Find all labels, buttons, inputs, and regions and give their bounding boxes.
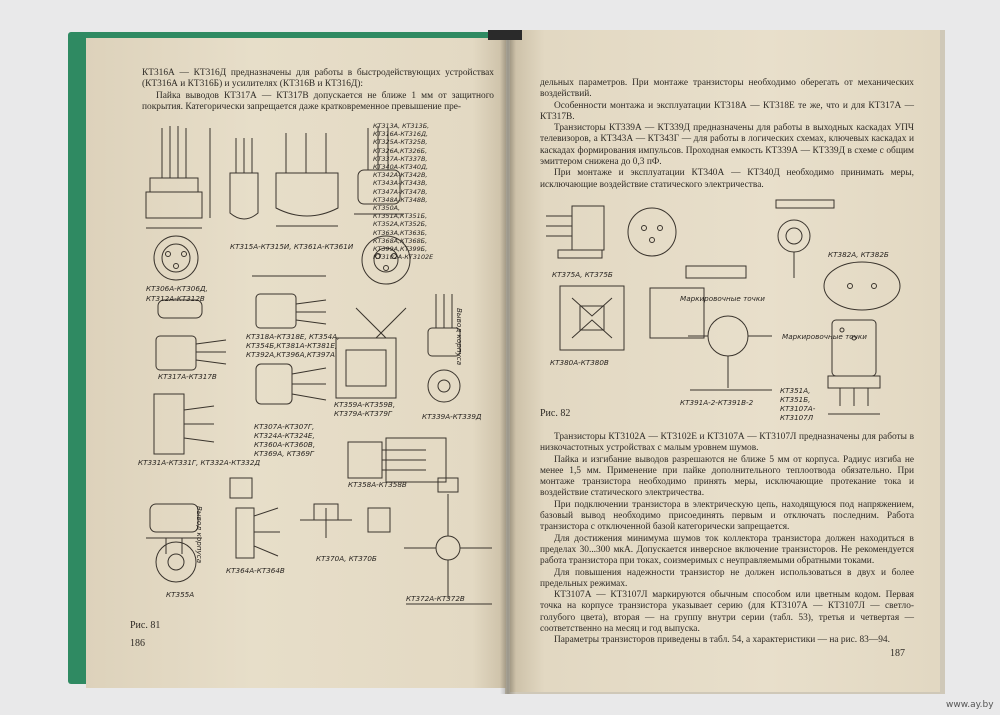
drawing-kt380	[559, 285, 705, 351]
drawing-kt391	[685, 265, 772, 391]
page-number-right: 187	[890, 648, 905, 659]
drawing-bottom-view	[153, 235, 199, 281]
type-list-item: КТ348А-КТ348В,	[373, 195, 428, 204]
figure-81-drawings	[145, 126, 492, 605]
right-paragraph: Транзисторы КТ339А — КТ339Д предназначен…	[540, 123, 914, 168]
label-kt351b: КТ351Б,	[780, 395, 811, 404]
type-list-item: КТ340А-КТ340Д,	[373, 163, 428, 172]
spine-tape	[488, 30, 522, 40]
figure-82-caption: Рис. 82	[540, 408, 571, 419]
drawing-kt317	[155, 299, 227, 371]
type-list-item: КТ368А,КТ368Б,	[373, 236, 428, 245]
label-kt379: КТ379А-КТ379Г	[334, 409, 392, 418]
right-top-text: дельных параметров. При монтаже транзист…	[540, 78, 914, 191]
type-list-item: КТ352А,КТ352Б,	[373, 220, 428, 229]
drawing-kt355	[146, 503, 202, 583]
left-top-text: КТ316А — КТ316Д предназначены для работы…	[142, 68, 494, 113]
label-kt317: КТ317А-КТ317В	[158, 372, 217, 381]
drawing-kt315	[229, 138, 259, 220]
label-vyvod-korpusa-2: Вывод корпуса	[195, 506, 204, 564]
right-paragraph: Параметры транзисторов приведены в табл.…	[554, 635, 890, 646]
type-list-item: КТ325А-КТ325В,	[373, 138, 428, 147]
drawing-kt339	[427, 294, 461, 403]
label-kt307: КТ307А-КТ307Г,	[254, 422, 315, 431]
type-list-item: КТ363А,КТ363Б,	[373, 228, 428, 237]
right-paragraph: КТ3107А — КТ3107Л маркируются обычным сп…	[540, 590, 914, 635]
type-list-item: КТ316А-КТ316Д,	[373, 130, 428, 139]
type-list-item: КТ337А-КТ337В,	[373, 154, 428, 163]
left-page: КТ316А — КТ316Д предназначены для работы…	[86, 38, 506, 688]
label-kt315: КТ315А-КТ315И, КТ361А-КТ361И	[230, 242, 354, 251]
drawing-to18-package	[145, 126, 211, 229]
label-kt358: КТ358А-КТ358В	[348, 480, 407, 489]
book-spine	[500, 30, 516, 694]
right-body-text: Транзисторы КТ3102А — КТ3102Е и КТ3107А …	[540, 432, 914, 647]
label-kt355: КТ355А	[166, 590, 195, 599]
drawing-kt375	[546, 205, 677, 259]
drawing-kt318	[252, 275, 327, 329]
type-list-item: КТ313А, КТ313Б,	[373, 122, 430, 130]
type-list-item: КТ351А,КТ351Б,	[373, 212, 428, 221]
left-type-list: КТ313А, КТ313Б, КТ316А-КТ316Д, КТ325А-КТ…	[373, 122, 478, 261]
drawing-kt361	[275, 133, 339, 227]
label-kt391: КТ391А-2-КТ391В-2	[680, 398, 754, 407]
label-kt312: КТ312А-КТ312В	[146, 294, 205, 303]
label-kt360: КТ360А-КТ360В,	[254, 440, 316, 449]
right-paragraph: Пайка и изгибание выводов разрешаются не…	[540, 454, 914, 499]
label-kt331: КТ331А-КТ331Г, КТ332А-КТ332Д	[138, 458, 261, 467]
label-kt380: КТ380А-КТ380В	[550, 358, 609, 367]
label-kt306: КТ306А-КТ306Д,	[146, 284, 208, 293]
label-kt369: КТ369А, КТ369Г	[254, 449, 314, 458]
right-page: дельных параметров. При монтаже транзист…	[510, 30, 940, 692]
label-kt392: КТ392А,КТ396А,КТ397А	[246, 350, 335, 359]
label-kt354: КТ354Б,КТ381А-КТ381Е,	[246, 341, 338, 350]
label-vyvod-korpusa: Вывод корпуса	[455, 308, 464, 366]
right-paragraph: Транзисторы КТ3102А — КТ3102Е и КТ3107А …	[540, 432, 914, 454]
type-list-item: КТ399А,КТ399Б,	[373, 245, 428, 254]
label-kt339: КТ339А-КТ339Д	[422, 412, 482, 421]
label-kt324: КТ324А-КТ324Е,	[254, 431, 315, 440]
drawing-kt370	[300, 503, 391, 538]
left-paragraph: Пайка выводов КТ317А — КТ317В допускаетс…	[142, 90, 494, 112]
figure-82-drawings	[546, 199, 901, 415]
right-paragraph: Для повышения надежности транзистор не д…	[540, 567, 914, 589]
right-paragraph: При монтаже и эксплуатации КТ340А — КТ34…	[540, 168, 914, 190]
drawing-kt307	[255, 363, 327, 405]
drawing-kt372	[404, 477, 492, 605]
label-kt3107l: КТ3107Л	[780, 413, 814, 422]
label-kt372: КТ372А-КТ372В	[406, 594, 465, 603]
type-list-item: КТ350А,	[373, 204, 401, 213]
type-list-item: КТ3102А-КТ3102Е	[373, 253, 434, 262]
label-marking-dots-1: Маркировочные точки	[680, 294, 765, 303]
figure-81-caption: Рис. 81	[130, 620, 161, 631]
drawing-kt364	[229, 477, 280, 559]
label-kt364: КТ364А-КТ364В	[226, 566, 285, 575]
right-paragraph: Особенности монтажа и эксплуатации КТ318…	[540, 100, 914, 122]
label-kt359: КТ359А-КТ359В,	[334, 400, 396, 409]
drawing-kt382	[775, 199, 901, 311]
drawing-kt3107	[827, 319, 881, 415]
right-paragraph: Для достижения минимума шумов ток коллек…	[540, 533, 914, 567]
type-list-item: КТ326А,КТ326Б,	[373, 146, 428, 155]
label-kt351: КТ351А,	[780, 386, 811, 395]
label-marking-dots-2: Маркировочные точки	[782, 332, 867, 341]
label-kt382: КТ382А, КТ382Б	[828, 250, 889, 259]
left-paragraph: КТ316А — КТ316Д предназначены для работы…	[142, 68, 494, 90]
drawing-kt331	[153, 393, 215, 455]
page-number-left: 186	[130, 638, 145, 649]
drawing-kt358	[347, 437, 447, 483]
type-list-item: КТ343А-КТ343В,	[373, 179, 428, 188]
label-kt3107: КТ3107А-	[780, 404, 816, 413]
label-kt370: КТ370А, КТ370Б	[316, 554, 377, 563]
watermark: www.ay.by	[946, 700, 994, 710]
right-paragraph: дельных параметров. При монтаже транзист…	[540, 78, 914, 100]
drawing-kt359	[335, 307, 407, 399]
label-kt318: КТ318А-КТ318Е, КТ354А,	[246, 332, 340, 341]
drawing-metal-can	[354, 126, 404, 215]
type-list-item: КТ342А-КТ342В,	[373, 171, 428, 180]
type-list-item: КТ347А-КТ347В,	[373, 187, 428, 196]
label-kt375: КТ375А, КТ375Б	[552, 270, 613, 279]
right-paragraph: При подключении транзистора в электричес…	[540, 499, 914, 533]
